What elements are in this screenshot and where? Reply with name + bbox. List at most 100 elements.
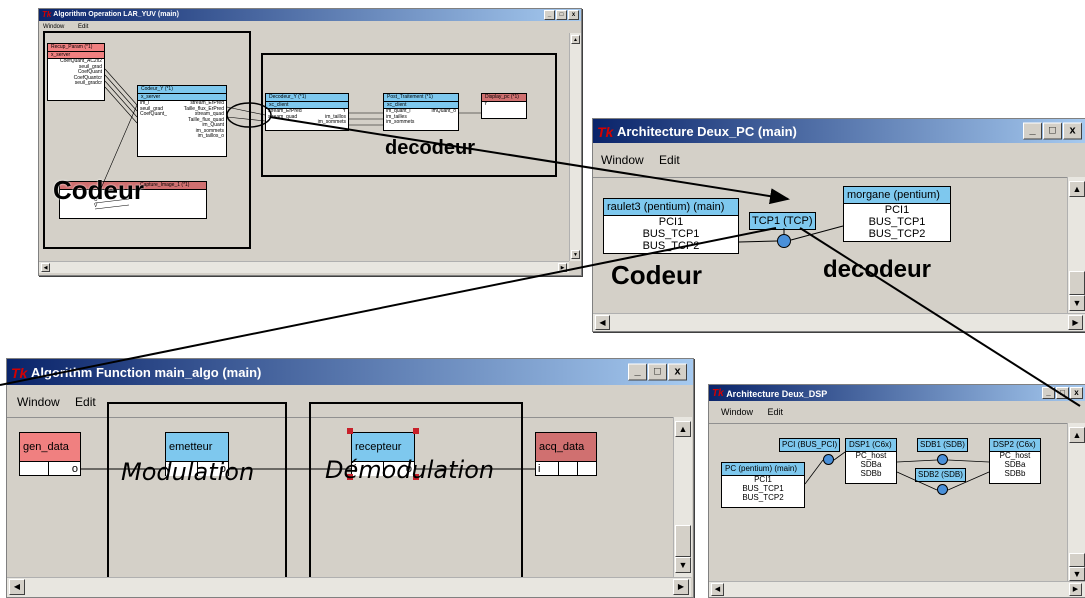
codeur-y-block[interactable]: Codeur_Y (*1) x_server im_i seuil_grad C… xyxy=(137,85,227,157)
link-node[interactable] xyxy=(937,484,948,495)
architecture-deux-pc-window: Tk Architecture Deux_PC (main) _ □ x Win… xyxy=(592,118,1085,332)
close-button[interactable]: x xyxy=(568,10,579,20)
vertical-scrollbar[interactable]: ▲ ▼ xyxy=(1067,177,1085,313)
recup-param-subtitle: x_server xyxy=(48,52,104,59)
title-bar[interactable]: Tk Algorithm Operation LAR_YUV (main) _ … xyxy=(39,9,581,21)
diagram-canvas[interactable]: PCI (BUS_PCI) PC (pentium) (main) PCI1 B… xyxy=(709,423,1067,582)
vertical-scrollbar[interactable]: ▲ ▼ xyxy=(673,417,692,577)
medium-sdb2[interactable]: SDB2 (SDB) xyxy=(915,468,966,482)
algorithm-operation-window: Tk Algorithm Operation LAR_YUV (main) _ … xyxy=(38,8,582,276)
medium-pci[interactable]: PCI (BUS_PCI) xyxy=(779,438,841,452)
acq-data-block[interactable]: acq_data i xyxy=(535,432,597,476)
medium-tcp1[interactable]: TCP1 (TCP) xyxy=(749,212,816,230)
menu-edit[interactable]: Edit xyxy=(75,395,96,409)
port-label: stream_ErPred xyxy=(190,101,224,106)
diagram-canvas[interactable]: raulet3 (pentium) (main) PCI1 BUS_TCP1 B… xyxy=(593,177,1067,314)
scroll-right-button[interactable]: ▶ xyxy=(673,579,689,595)
recepteur-block[interactable]: recepteur i o xyxy=(351,432,415,476)
horizontal-scrollbar[interactable]: ◀ ▶ xyxy=(39,261,569,273)
scroll-left-button[interactable]: ◀ xyxy=(41,263,50,272)
emetteur-title: emetteur xyxy=(166,433,228,462)
menu-edit[interactable]: Edit xyxy=(767,407,784,417)
title-bar[interactable]: Tk Algorithm Function main_algo (main) _… xyxy=(7,359,693,385)
selection-handle[interactable] xyxy=(413,428,419,434)
port-label: i xyxy=(166,462,198,476)
maximize-button[interactable]: □ xyxy=(556,10,567,20)
scroll-thumb[interactable] xyxy=(1069,271,1085,295)
selection-handle[interactable] xyxy=(413,474,419,480)
minimize-button[interactable]: _ xyxy=(1042,387,1055,399)
medium-sdb1[interactable]: SDB1 (SDB) xyxy=(917,438,968,452)
scroll-down-button[interactable]: ▼ xyxy=(1069,567,1085,581)
gen-data-block[interactable]: gen_data o xyxy=(19,432,81,476)
scroll-right-button[interactable]: ▶ xyxy=(1068,315,1083,330)
window-buttons: _ □ x xyxy=(1042,387,1083,399)
dsp1-operator[interactable]: DSP1 (C6x) PC_host SDBa SDBb xyxy=(845,438,897,484)
modulation-annotation: Modulation xyxy=(121,458,255,486)
selection-handle[interactable] xyxy=(347,428,353,434)
scroll-left-button[interactable]: ◀ xyxy=(595,315,610,330)
minimize-button[interactable]: _ xyxy=(1023,122,1042,140)
pc-pentium-operator[interactable]: PC (pentium) (main) PCI1 BUS_TCP1 BUS_TC… xyxy=(721,462,805,508)
title-bar[interactable]: Tk Architecture Deux_DSP _ □ x xyxy=(709,385,1085,401)
menu-window[interactable]: Window xyxy=(43,24,65,30)
horizontal-scrollbar[interactable]: ◀ ▶ xyxy=(709,581,1085,597)
link-node[interactable] xyxy=(937,454,948,465)
scroll-down-button[interactable]: ▼ xyxy=(1069,295,1085,311)
codeur-y-title: Codeur_Y (*1) xyxy=(138,86,226,94)
scroll-down-button[interactable]: ▼ xyxy=(571,250,580,259)
post-traitement-subtitle: xc_client xyxy=(384,102,458,109)
scroll-up-button[interactable]: ▲ xyxy=(1069,427,1085,443)
diagram-canvas[interactable]: Recup_Param (*1) x_server CoefQuant_AC2x… xyxy=(39,31,569,261)
scroll-up-button[interactable]: ▲ xyxy=(571,35,580,44)
recup-param-block[interactable]: Recup_Param (*1) x_server CoefQuant_AC2x… xyxy=(47,43,105,101)
scroll-up-button[interactable]: ▲ xyxy=(1069,181,1085,197)
horizontal-scrollbar[interactable]: ◀ ▶ xyxy=(593,313,1085,331)
dsp2-operator[interactable]: DSP2 (C6x) PC_host SDBa SDBb xyxy=(989,438,1041,484)
port-label: PCI1 xyxy=(884,204,910,216)
port-label: im_quant_i xyxy=(386,109,411,114)
port-label: o xyxy=(71,463,78,475)
title-bar[interactable]: Tk Architecture Deux_PC (main) _ □ x xyxy=(593,119,1085,143)
capture-image-block[interactable]: Capture_Image_1 (*1) U V xyxy=(59,181,207,219)
display-pc-block[interactable]: Display_pc (*1) Y xyxy=(481,93,527,119)
link-node[interactable] xyxy=(823,454,834,465)
minimize-button[interactable]: _ xyxy=(628,363,647,381)
emetteur-block[interactable]: emetteur i o xyxy=(165,432,229,476)
vertical-scrollbar[interactable]: ▲ ▼ xyxy=(1067,423,1085,581)
link-node[interactable] xyxy=(777,234,791,248)
close-button[interactable]: x xyxy=(1070,387,1083,399)
port-label: i xyxy=(352,462,384,476)
port-label: Y xyxy=(484,102,488,107)
scroll-thumb[interactable] xyxy=(675,525,691,557)
window-title: Architecture Deux_PC (main) xyxy=(616,123,797,139)
menu-window[interactable]: Window xyxy=(601,153,644,167)
maximize-button[interactable]: □ xyxy=(648,363,667,381)
menu-edit[interactable]: Edit xyxy=(659,153,680,167)
scroll-left-button[interactable]: ◀ xyxy=(9,579,25,595)
horizontal-scrollbar[interactable]: ◀ ▶ xyxy=(7,577,691,597)
operator-title: PC (pentium) (main) xyxy=(722,463,804,476)
scroll-right-button[interactable]: ▶ xyxy=(558,263,567,272)
menu-edit[interactable]: Edit xyxy=(78,24,89,30)
port-label: PC_host xyxy=(999,452,1031,460)
scroll-down-button[interactable]: ▼ xyxy=(675,557,691,573)
close-button[interactable]: x xyxy=(1063,122,1082,140)
port-label: seuil_gradcr xyxy=(74,80,102,86)
vertical-scrollbar[interactable]: ▲ ▼ xyxy=(569,33,581,261)
menu-window[interactable]: Window xyxy=(721,407,754,417)
port-label: CoefQuant xyxy=(77,69,102,75)
menu-bar: Window Edit xyxy=(39,22,581,32)
scroll-thumb[interactable] xyxy=(1069,553,1085,567)
menu-bar: Window Edit xyxy=(709,404,1085,420)
minimize-button[interactable]: _ xyxy=(544,10,555,20)
scroll-left-button[interactable]: ◀ xyxy=(711,583,724,596)
close-button[interactable]: x xyxy=(668,363,687,381)
selection-handle[interactable] xyxy=(347,474,353,480)
maximize-button[interactable]: □ xyxy=(1043,122,1062,140)
maximize-button[interactable]: □ xyxy=(1056,387,1069,399)
menu-window[interactable]: Window xyxy=(17,395,60,409)
diagram-canvas[interactable]: gen_data o emetteur i o recepteur i o xyxy=(7,402,673,580)
scroll-right-button[interactable]: ▶ xyxy=(1069,583,1082,596)
scroll-up-button[interactable]: ▲ xyxy=(675,421,691,437)
